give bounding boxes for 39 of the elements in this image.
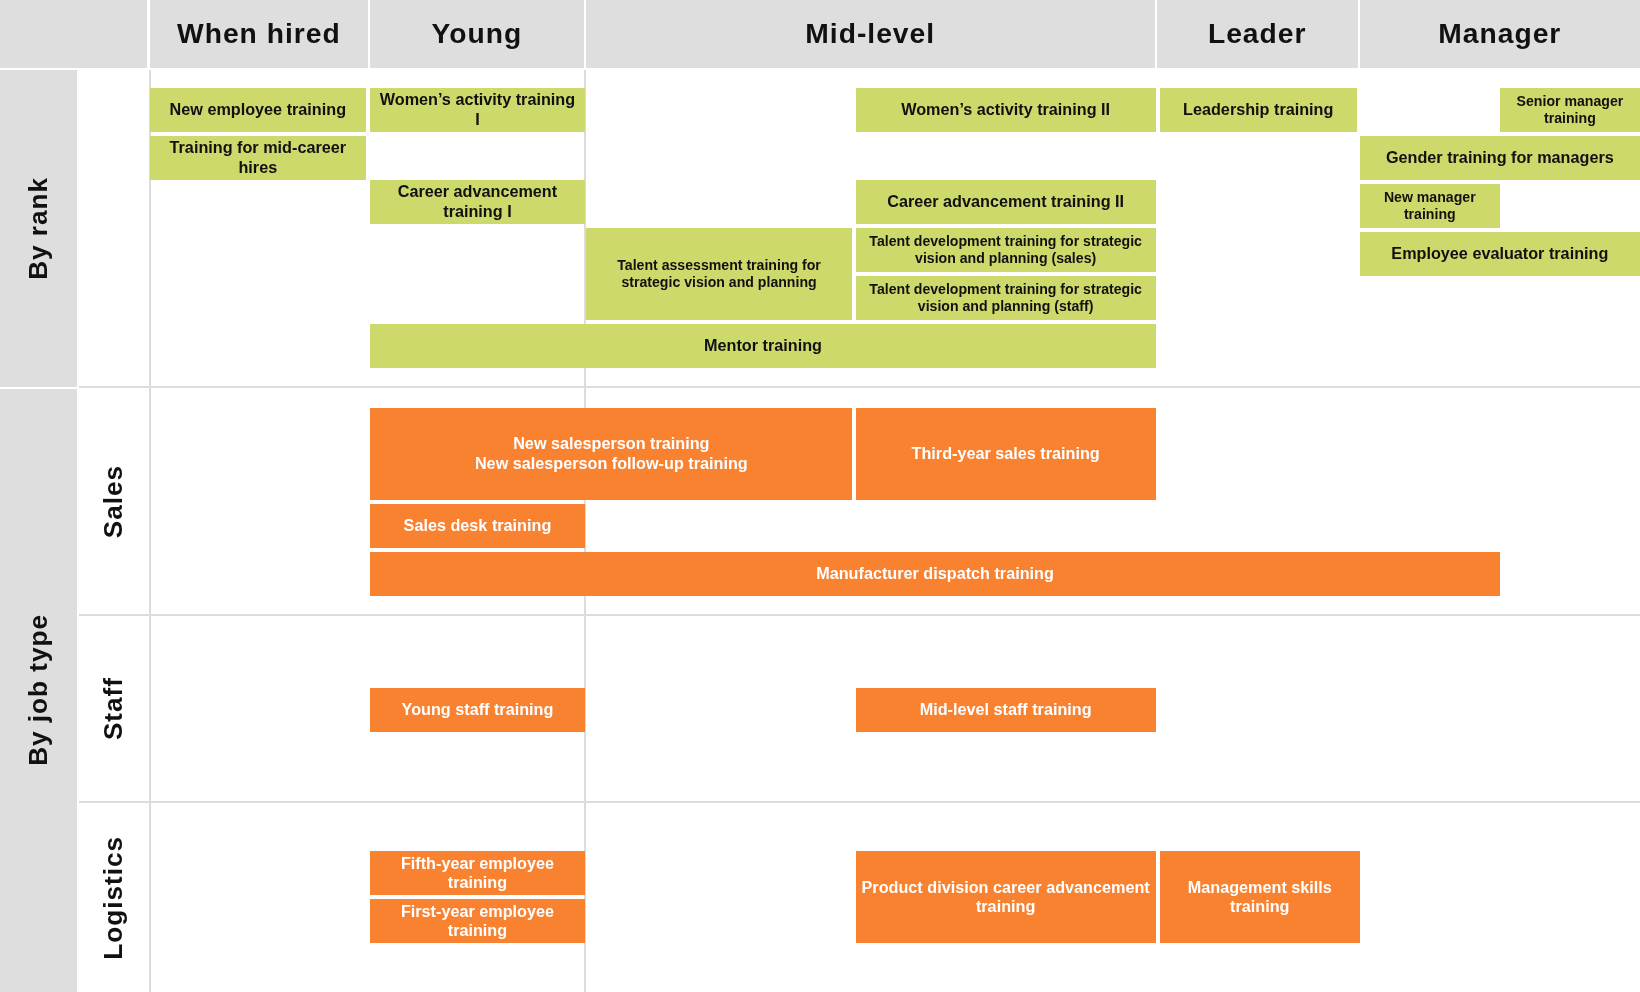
column-header: Manager [1359, 0, 1640, 68]
column-header: Young [370, 0, 584, 68]
training-bar: Mid-level staff training [855, 688, 1156, 733]
training-bar: Senior manager training [1499, 87, 1640, 132]
training-bar: Mentor training [370, 324, 1156, 369]
training-bar: Sales desk training [370, 504, 585, 549]
training-bar: Gender training for managers [1359, 135, 1640, 180]
training-bar [370, 407, 853, 500]
training-bar: Training for mid-career hires [149, 135, 367, 180]
column-header: Leader [1156, 0, 1358, 68]
training-bar: Talent development training for strategic vision and planning (sales) [855, 228, 1156, 272]
training-bar: Leadership training [1159, 87, 1357, 132]
row-header [0, 70, 78, 387]
row-label: By job type [23, 614, 54, 767]
column-header: Mid-level [585, 0, 1155, 68]
training-bar: Talent development training for strategic vision and planning (staff) [855, 276, 1156, 321]
row-label: By rank [23, 177, 54, 280]
training-bar: Employee evaluator training [1359, 232, 1640, 277]
training-bar: Women’s activity training I [370, 87, 585, 132]
training-bar: New manager training [1359, 184, 1500, 228]
row-label: Staff [97, 677, 129, 741]
training-bar: Manufacturer dispatch training [370, 552, 1500, 597]
training-bar: Management skills training [1159, 851, 1360, 944]
training-name: New salesperson training [513, 434, 710, 454]
row-label: Logistics [97, 835, 129, 960]
row-header [0, 389, 78, 992]
training-name: New salesperson follow-up training [474, 453, 748, 474]
training-bar: Women’s activity training II [855, 87, 1156, 132]
training-bar: Young staff training [370, 688, 585, 733]
training-bar: New employee training [149, 87, 367, 132]
training-bar: Talent assessment training for strategic vision and planning [585, 228, 853, 321]
training-bar: Third-year sales training [855, 407, 1156, 500]
training-bar: First-year employee training [370, 899, 585, 944]
training-bar: Fifth-year employee training [370, 851, 585, 896]
row-label: Sales [97, 464, 129, 539]
training-bar: Career advancement training I [370, 179, 585, 224]
training-bar: Product division career advancement training [855, 851, 1156, 944]
column-header: When hired [149, 0, 369, 68]
training-bar: Career advancement training II [855, 179, 1156, 224]
